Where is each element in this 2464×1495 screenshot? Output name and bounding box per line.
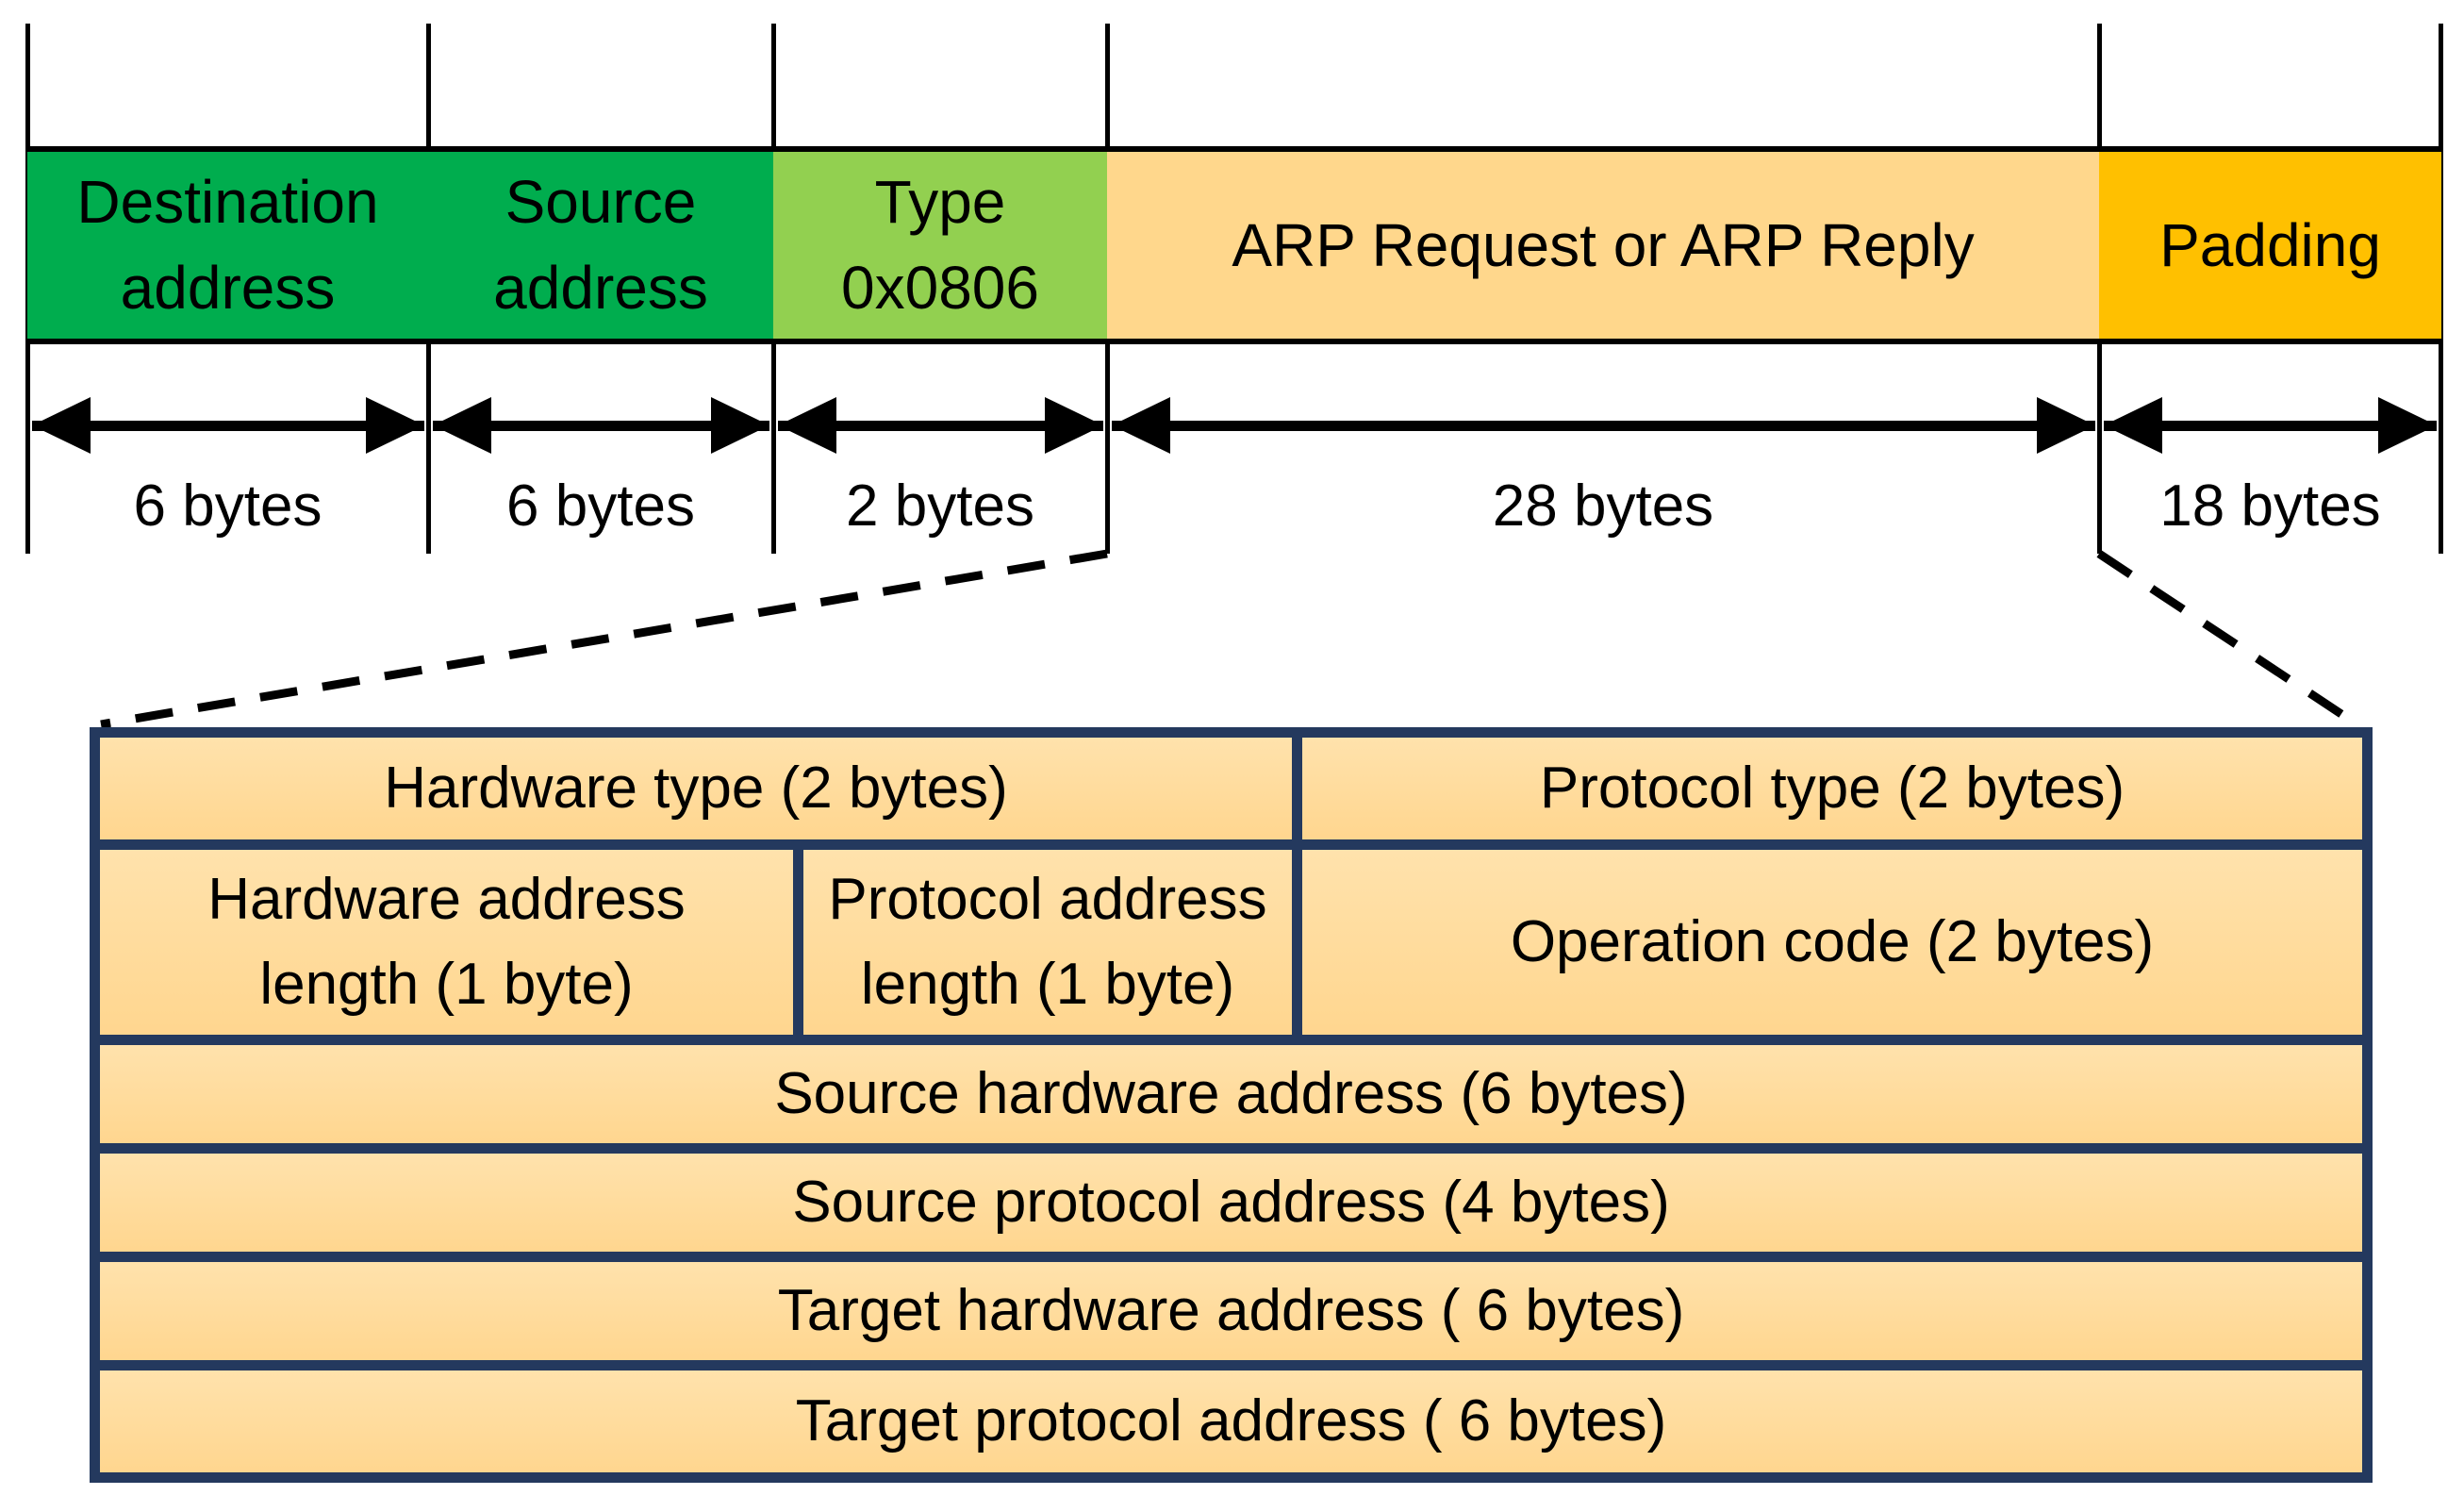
dashed-connector-right xyxy=(2096,550,2364,731)
arp-field-hardware-type: Hardware type (2 bytes) xyxy=(100,738,1292,839)
arp-field-target-hardware-address: Target hardware address ( 6 bytes) xyxy=(100,1262,2362,1360)
width-arrow-arp xyxy=(1112,397,2095,454)
frame-segment-arp-payload: ARP Request or ARP Reply xyxy=(1107,146,2099,344)
arp-field-hardware-address-length: Hardware address length (1 byte) xyxy=(100,850,793,1035)
byte-count-label-destination: 6 bytes xyxy=(133,473,322,539)
arp-field-target-protocol-address: Target protocol address ( 6 bytes) xyxy=(100,1370,2362,1472)
frame-segment-destination-address: Destination address xyxy=(27,146,428,344)
arp-field-source-protocol-address: Source protocol address (4 bytes) xyxy=(100,1154,2362,1252)
byte-count-label-arp: 28 bytes xyxy=(1492,473,1714,539)
arp-field-operation-code: Operation code (2 bytes) xyxy=(1302,850,2362,1035)
frame-segment-padding: Padding xyxy=(2099,146,2441,344)
arp-field-protocol-type: Protocol type (2 bytes) xyxy=(1302,738,2362,839)
width-arrow-type xyxy=(778,397,1103,454)
arp-field-protocol-address-length: Protocol address length (1 byte) xyxy=(803,850,1292,1035)
byte-count-label-type: 2 bytes xyxy=(846,473,1034,539)
width-arrow-source xyxy=(433,397,769,454)
width-arrow-padding xyxy=(2104,397,2437,454)
arp-field-source-hardware-address: Source hardware address (6 bytes) xyxy=(100,1045,2362,1143)
frame-segment-type: Type 0x0806 xyxy=(773,146,1107,344)
frame-segment-source-address: Source address xyxy=(428,146,773,344)
byte-count-label-padding: 18 bytes xyxy=(2159,473,2381,539)
byte-count-label-source: 6 bytes xyxy=(506,473,695,539)
dashed-connector-left xyxy=(100,549,1108,729)
arp-packet-table: Hardware type (2 bytes) Protocol type (2… xyxy=(90,727,2373,1483)
width-arrow-destination xyxy=(32,397,424,454)
